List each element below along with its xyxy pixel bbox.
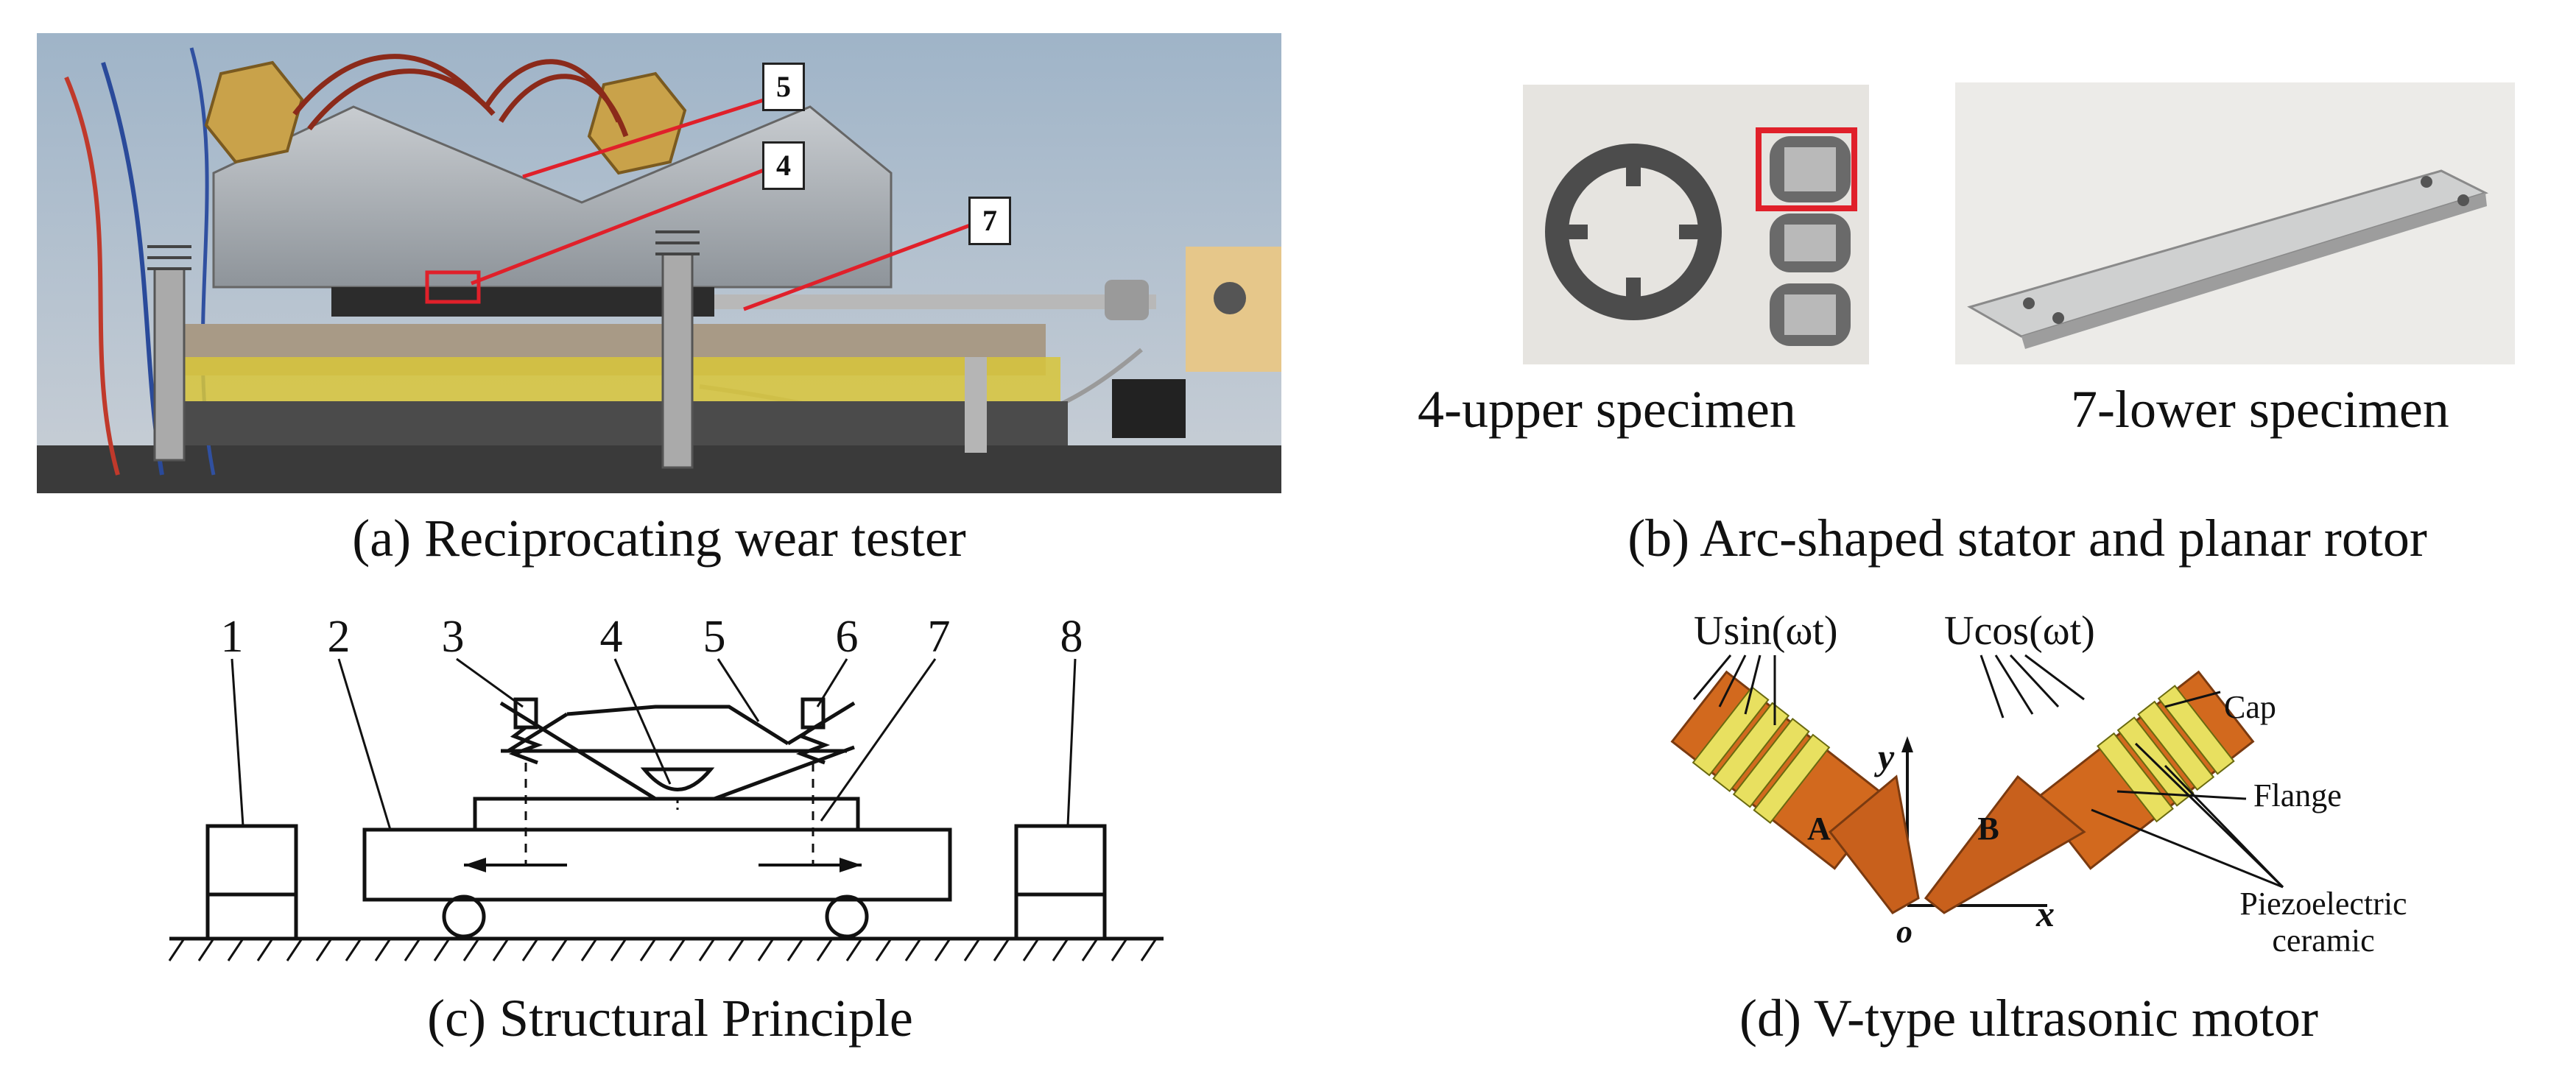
label-upper-specimen: 4-upper specimen xyxy=(1418,380,1796,439)
axis-y-label: y xyxy=(1874,736,1895,777)
signal-usin-label: Usin(ωt) xyxy=(1694,608,1838,654)
num-7: 7 xyxy=(928,612,951,662)
panel-d-diagram: A B y x o Usin(ωt) Ucos(ωt) Cap Flange P… xyxy=(1635,589,2460,972)
caption-a: (a) Reciprocating wear tester xyxy=(352,509,966,568)
piezo-label-line1: Piezoelectric xyxy=(2239,886,2407,922)
num-3: 3 xyxy=(442,612,465,662)
ultrasonic-motor-diagram: A B y x o Usin(ωt) Ucos(ωt) Cap Flange P… xyxy=(1670,608,2407,959)
specimen-4-highlight xyxy=(425,270,481,304)
callout-4: 4 xyxy=(762,141,805,190)
num-4: 4 xyxy=(600,612,623,662)
num-5: 5 xyxy=(703,612,726,662)
foot-a-label: A xyxy=(1807,811,1831,847)
caption-b: (b) Arc-shaped stator and planar rotor xyxy=(1627,509,2427,568)
origin-label: o xyxy=(1896,914,1912,950)
num-2: 2 xyxy=(328,612,351,662)
panel-b-upper-photo xyxy=(1523,85,1869,364)
panel-a-photo: 5 4 7 xyxy=(37,33,1281,493)
upper-specimen-photo xyxy=(1523,85,1869,364)
signal-ucos-label: Ucos(ωt) xyxy=(1944,608,2095,654)
callout-7: 7 xyxy=(968,197,1011,245)
flange-label: Flange xyxy=(2253,777,2342,813)
num-1: 1 xyxy=(221,612,244,662)
num-8: 8 xyxy=(1060,612,1083,662)
piezo-label-line2: ceramic xyxy=(2272,922,2374,959)
callout-5: 5 xyxy=(762,63,805,111)
lower-specimen-photo xyxy=(1955,82,2515,364)
foot-b-label: B xyxy=(1977,811,1999,847)
panel-b-lower-photo xyxy=(1955,82,2515,364)
caption-d: (d) V-type ultrasonic motor xyxy=(1739,989,2318,1048)
wear-tester-photo xyxy=(37,33,1281,493)
specimen-highlight-box xyxy=(1756,127,1857,211)
cap-label: Cap xyxy=(2224,689,2276,725)
caption-c: (c) Structural Principle xyxy=(427,989,913,1048)
axis-x-label: x xyxy=(2035,893,2055,934)
label-lower-specimen: 7-lower specimen xyxy=(2071,380,2449,439)
panel-c-diagram: 1 2 3 4 5 6 7 8 xyxy=(155,611,1186,972)
num-6: 6 xyxy=(836,612,859,662)
structural-principle-diagram: 1 2 3 4 5 6 7 8 xyxy=(168,612,1164,961)
